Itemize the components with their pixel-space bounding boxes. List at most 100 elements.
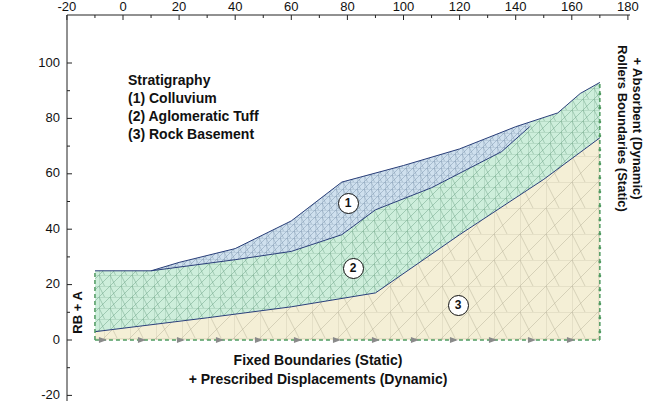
boundary-node <box>598 247 601 250</box>
boundary-node <box>598 289 601 292</box>
axis-value: 20 <box>172 0 186 15</box>
axis-tick <box>67 173 72 174</box>
absorbent-boundary <box>94 271 96 340</box>
colluvium-mesh <box>151 123 530 271</box>
axis-tick <box>403 15 404 20</box>
legend-heading: Stratigraphy <box>128 72 210 88</box>
axis-value: 160 <box>561 0 583 15</box>
boundary-node <box>598 303 601 306</box>
axis-value: 100 <box>38 56 60 71</box>
boundary-node <box>598 149 601 152</box>
axis-tick <box>151 15 152 18</box>
axis-tick <box>515 15 516 20</box>
callout-number: 2 <box>350 261 357 275</box>
displacement-arrow <box>216 337 224 343</box>
boundary-node <box>598 121 601 124</box>
axis-tick <box>291 15 292 20</box>
axis-tick <box>179 15 180 20</box>
displacement-arrow <box>294 337 302 343</box>
axis-tick <box>319 15 320 18</box>
axis-tick <box>67 201 70 202</box>
axis-value: 100 <box>393 0 415 15</box>
displacement-arrow <box>489 337 497 343</box>
boundary-node <box>598 331 601 334</box>
callout-circle: 2 <box>343 258 364 279</box>
boundary-node <box>598 135 601 138</box>
stratum-name: (1) Colluvium <box>128 90 217 106</box>
axis-tick <box>375 15 376 18</box>
displacement-arrow <box>99 337 107 343</box>
axis-tick <box>263 15 264 18</box>
axis-tick <box>67 340 72 341</box>
axis-value: 40 <box>46 222 60 237</box>
axis-tick <box>67 395 72 396</box>
boundary-label: + Absorbent (Dynamic) <box>629 57 644 199</box>
axis-tick <box>67 367 70 368</box>
boundary-label: + Prescribed Displacements (Dynamic) <box>189 371 448 387</box>
axis-tick <box>67 229 72 230</box>
axis-tick <box>627 15 628 20</box>
axis-value: 0 <box>53 333 60 348</box>
boundary-node <box>598 191 601 194</box>
colluvium-layer <box>151 123 530 271</box>
boundary-node <box>598 163 601 166</box>
axis-value: -20 <box>58 0 77 15</box>
displacement-arrow <box>450 337 458 343</box>
axis-tick <box>67 90 70 91</box>
axis-value: 20 <box>46 277 60 292</box>
boundary-node <box>598 177 601 180</box>
axis-value: 80 <box>46 111 60 126</box>
axis-value: -20 <box>41 388 60 402</box>
stratum-name: (2) Aglomeratic Tuff <box>128 108 259 124</box>
axis-tick <box>459 15 460 20</box>
boundary-label: Rollers Boundaries (Static) <box>614 45 629 212</box>
boundary-node <box>598 219 601 222</box>
displacement-arrow <box>333 337 341 343</box>
axis-tick <box>347 15 348 20</box>
axis-tick <box>599 15 600 18</box>
callout-number: 3 <box>455 298 462 312</box>
axis-tick <box>487 15 488 18</box>
boundary-node <box>598 107 601 110</box>
axis-tick <box>66 15 67 20</box>
displacement-arrow <box>411 337 419 343</box>
boundary-node <box>598 275 601 278</box>
axis-value: 180 <box>617 0 639 15</box>
callout-circle: 3 <box>448 295 469 316</box>
boundary-label: Fixed Boundaries (Static) <box>234 352 403 368</box>
displacement-arrow <box>528 337 536 343</box>
axis-tick <box>67 118 72 119</box>
boundary-node <box>598 261 601 264</box>
displacement-arrow <box>138 337 146 343</box>
axis-value: 120 <box>449 0 471 15</box>
displacement-arrow <box>567 337 575 343</box>
axis-value: 0 <box>119 0 126 15</box>
displacement-arrow <box>255 337 263 343</box>
tuff-layer <box>95 82 600 331</box>
stratum-name: (3) Rock Basement <box>128 126 254 142</box>
axis-tick <box>235 15 236 20</box>
displacement-arrow <box>372 337 380 343</box>
axis-value: 60 <box>284 0 298 15</box>
axis-tick <box>67 312 70 313</box>
axis-value: 40 <box>228 0 242 15</box>
boundary-node <box>598 93 601 96</box>
axis-tick <box>431 15 432 18</box>
axis-value: 140 <box>505 0 527 15</box>
axis-tick <box>571 15 572 20</box>
boundary-node <box>598 205 601 208</box>
axis-tick <box>207 15 208 18</box>
axis-tick <box>67 256 70 257</box>
layer-boundary <box>95 138 600 332</box>
layer-boundary <box>151 127 530 271</box>
boundary-label: RB + A <box>71 291 86 334</box>
axis-tick <box>123 15 124 20</box>
boundary-node <box>598 233 601 236</box>
callout-number: 1 <box>345 196 352 210</box>
fixed-boundary <box>95 339 600 341</box>
boundary-node <box>598 317 601 320</box>
axis-value: 60 <box>46 166 60 181</box>
axis-tick <box>67 146 70 147</box>
axis-value: 80 <box>340 0 354 15</box>
tuff-mesh <box>95 82 600 331</box>
